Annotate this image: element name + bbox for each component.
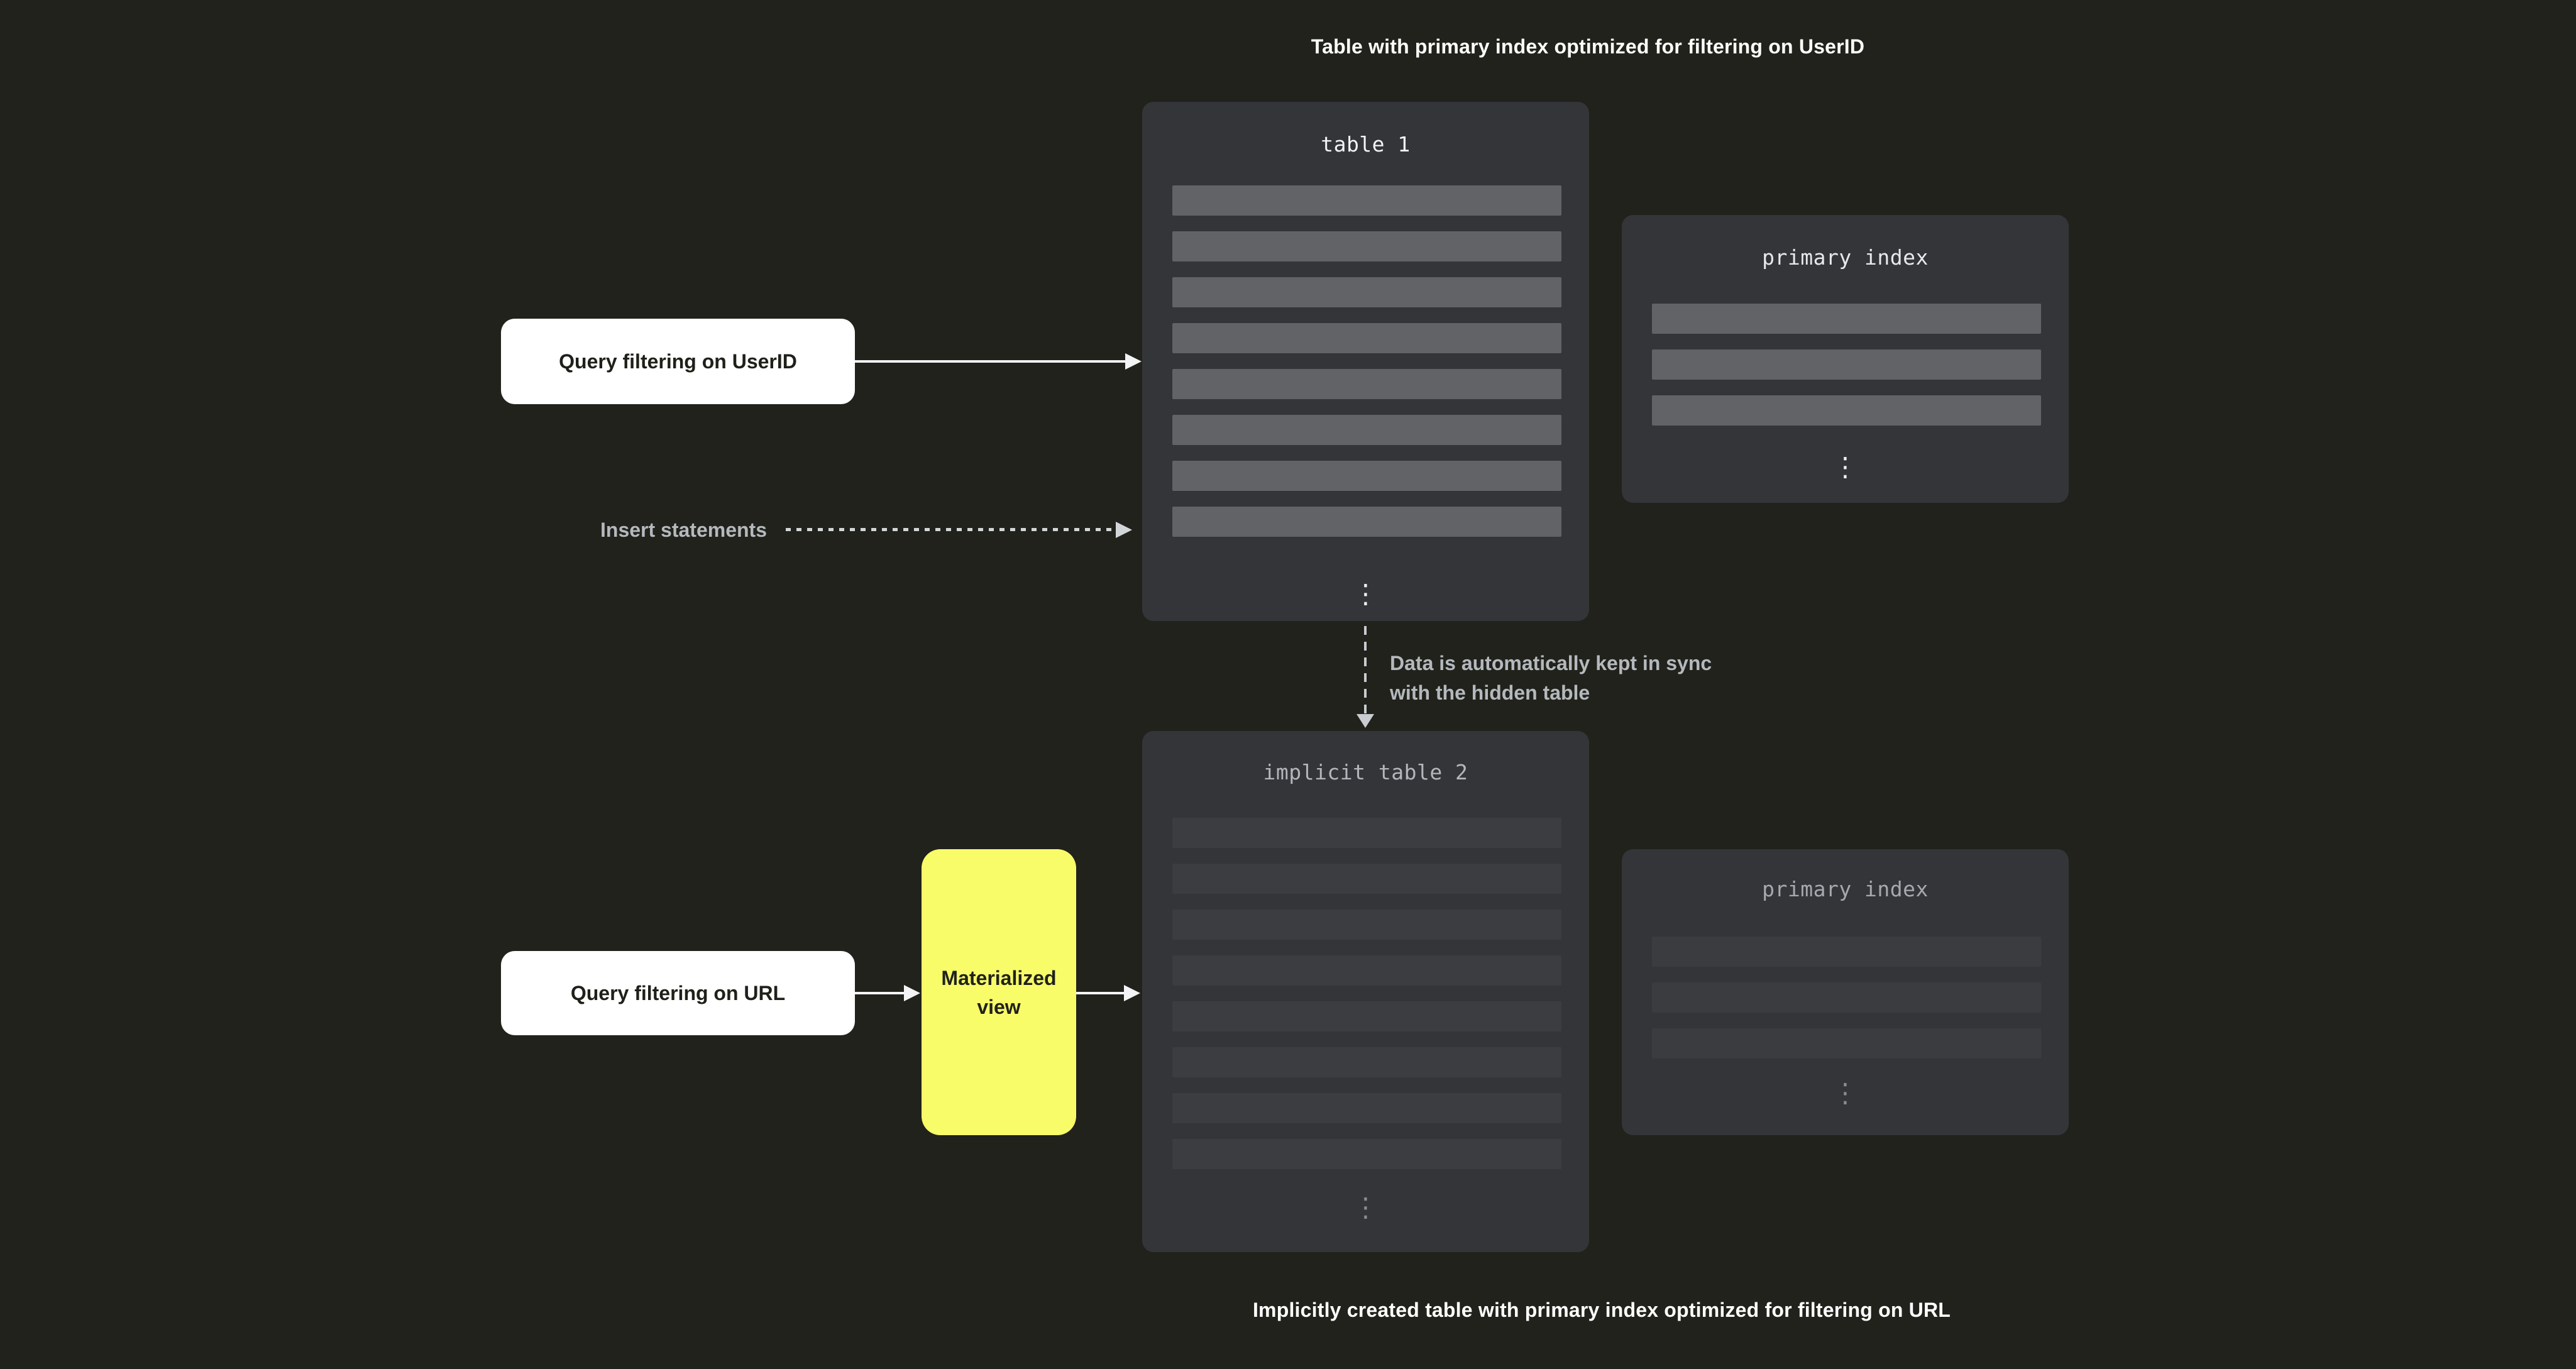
- materialized-view-box: Materialized view: [922, 849, 1076, 1135]
- arrow-right-icon: [1124, 985, 1140, 1001]
- table-row-bar: [1172, 323, 1561, 353]
- more-rows-ellipsis: ⋮: [1832, 451, 1859, 482]
- sync-note-line1: Data is automatically kept in sync: [1390, 652, 1712, 674]
- insert-statements-label: Insert statements: [600, 519, 767, 541]
- dotted-arrow-line: [786, 528, 1116, 531]
- arrow-line: [855, 360, 1125, 363]
- table-row-bar: [1172, 955, 1561, 986]
- query-url-box: Query filtering on URL: [501, 951, 855, 1035]
- table1-title: table 1: [1321, 132, 1411, 157]
- primary-index-top-rows: [1652, 304, 2041, 426]
- dashed-sync-arrow-line: [1364, 626, 1367, 714]
- table-row-bar: [1172, 1001, 1561, 1031]
- primary-index-bottom-title: primary index: [1762, 877, 1929, 901]
- more-rows-ellipsis: ⋮: [1352, 1192, 1379, 1223]
- table-row-bar: [1172, 185, 1561, 216]
- arrow-down-icon: [1357, 714, 1374, 728]
- primary-index-top-title: primary index: [1762, 245, 1929, 270]
- table1-panel: table 1 ⋮: [1142, 102, 1589, 621]
- table-row-bar: [1652, 982, 2041, 1013]
- table-row-bar: [1172, 864, 1561, 894]
- table-row-bar: [1172, 1047, 1561, 1077]
- table-row-bar: [1172, 277, 1561, 307]
- arrow-line: [855, 992, 904, 994]
- table-row-bar: [1172, 1093, 1561, 1123]
- table-row-bar: [1172, 369, 1561, 399]
- arrow-right-icon: [904, 985, 920, 1001]
- table-row-bar: [1172, 1139, 1561, 1169]
- table-row-bar: [1172, 231, 1561, 261]
- arrow-right-icon: [1125, 353, 1142, 370]
- table-row-bar: [1652, 304, 2041, 334]
- table1-rows: [1172, 185, 1561, 537]
- table-row-bar: [1172, 507, 1561, 537]
- sync-note-line2: with the hidden table: [1390, 681, 1590, 704]
- arrow-right-icon: [1116, 522, 1132, 538]
- table-row-bar: [1652, 937, 2041, 967]
- caption-bottom: Implicitly created table with primary in…: [1252, 1299, 1951, 1321]
- implicit-table2-title: implicit table 2: [1263, 760, 1468, 784]
- caption-top: Table with primary index optimized for f…: [1311, 35, 1865, 58]
- more-rows-ellipsis: ⋮: [1352, 578, 1379, 609]
- table-row-bar: [1172, 910, 1561, 940]
- table-row-bar: [1652, 395, 2041, 426]
- primary-index-bottom-panel: primary index ⋮: [1622, 849, 2069, 1135]
- table-row-bar: [1172, 415, 1561, 445]
- sync-note: Data is automatically kept in sync with …: [1390, 649, 1712, 708]
- table-row-bar: [1172, 818, 1561, 848]
- query-userid-box: Query filtering on UserID: [501, 319, 855, 404]
- arrow-line: [1076, 992, 1124, 994]
- implicit-table2-panel: implicit table 2 ⋮: [1142, 731, 1589, 1252]
- primary-index-bottom-rows: [1652, 937, 2041, 1058]
- table-row-bar: [1172, 461, 1561, 491]
- more-rows-ellipsis: ⋮: [1832, 1077, 1859, 1108]
- table-row-bar: [1652, 1028, 2041, 1058]
- primary-index-top-panel: primary index ⋮: [1622, 215, 2069, 503]
- implicit-table2-rows: [1172, 818, 1561, 1169]
- table-row-bar: [1652, 349, 2041, 380]
